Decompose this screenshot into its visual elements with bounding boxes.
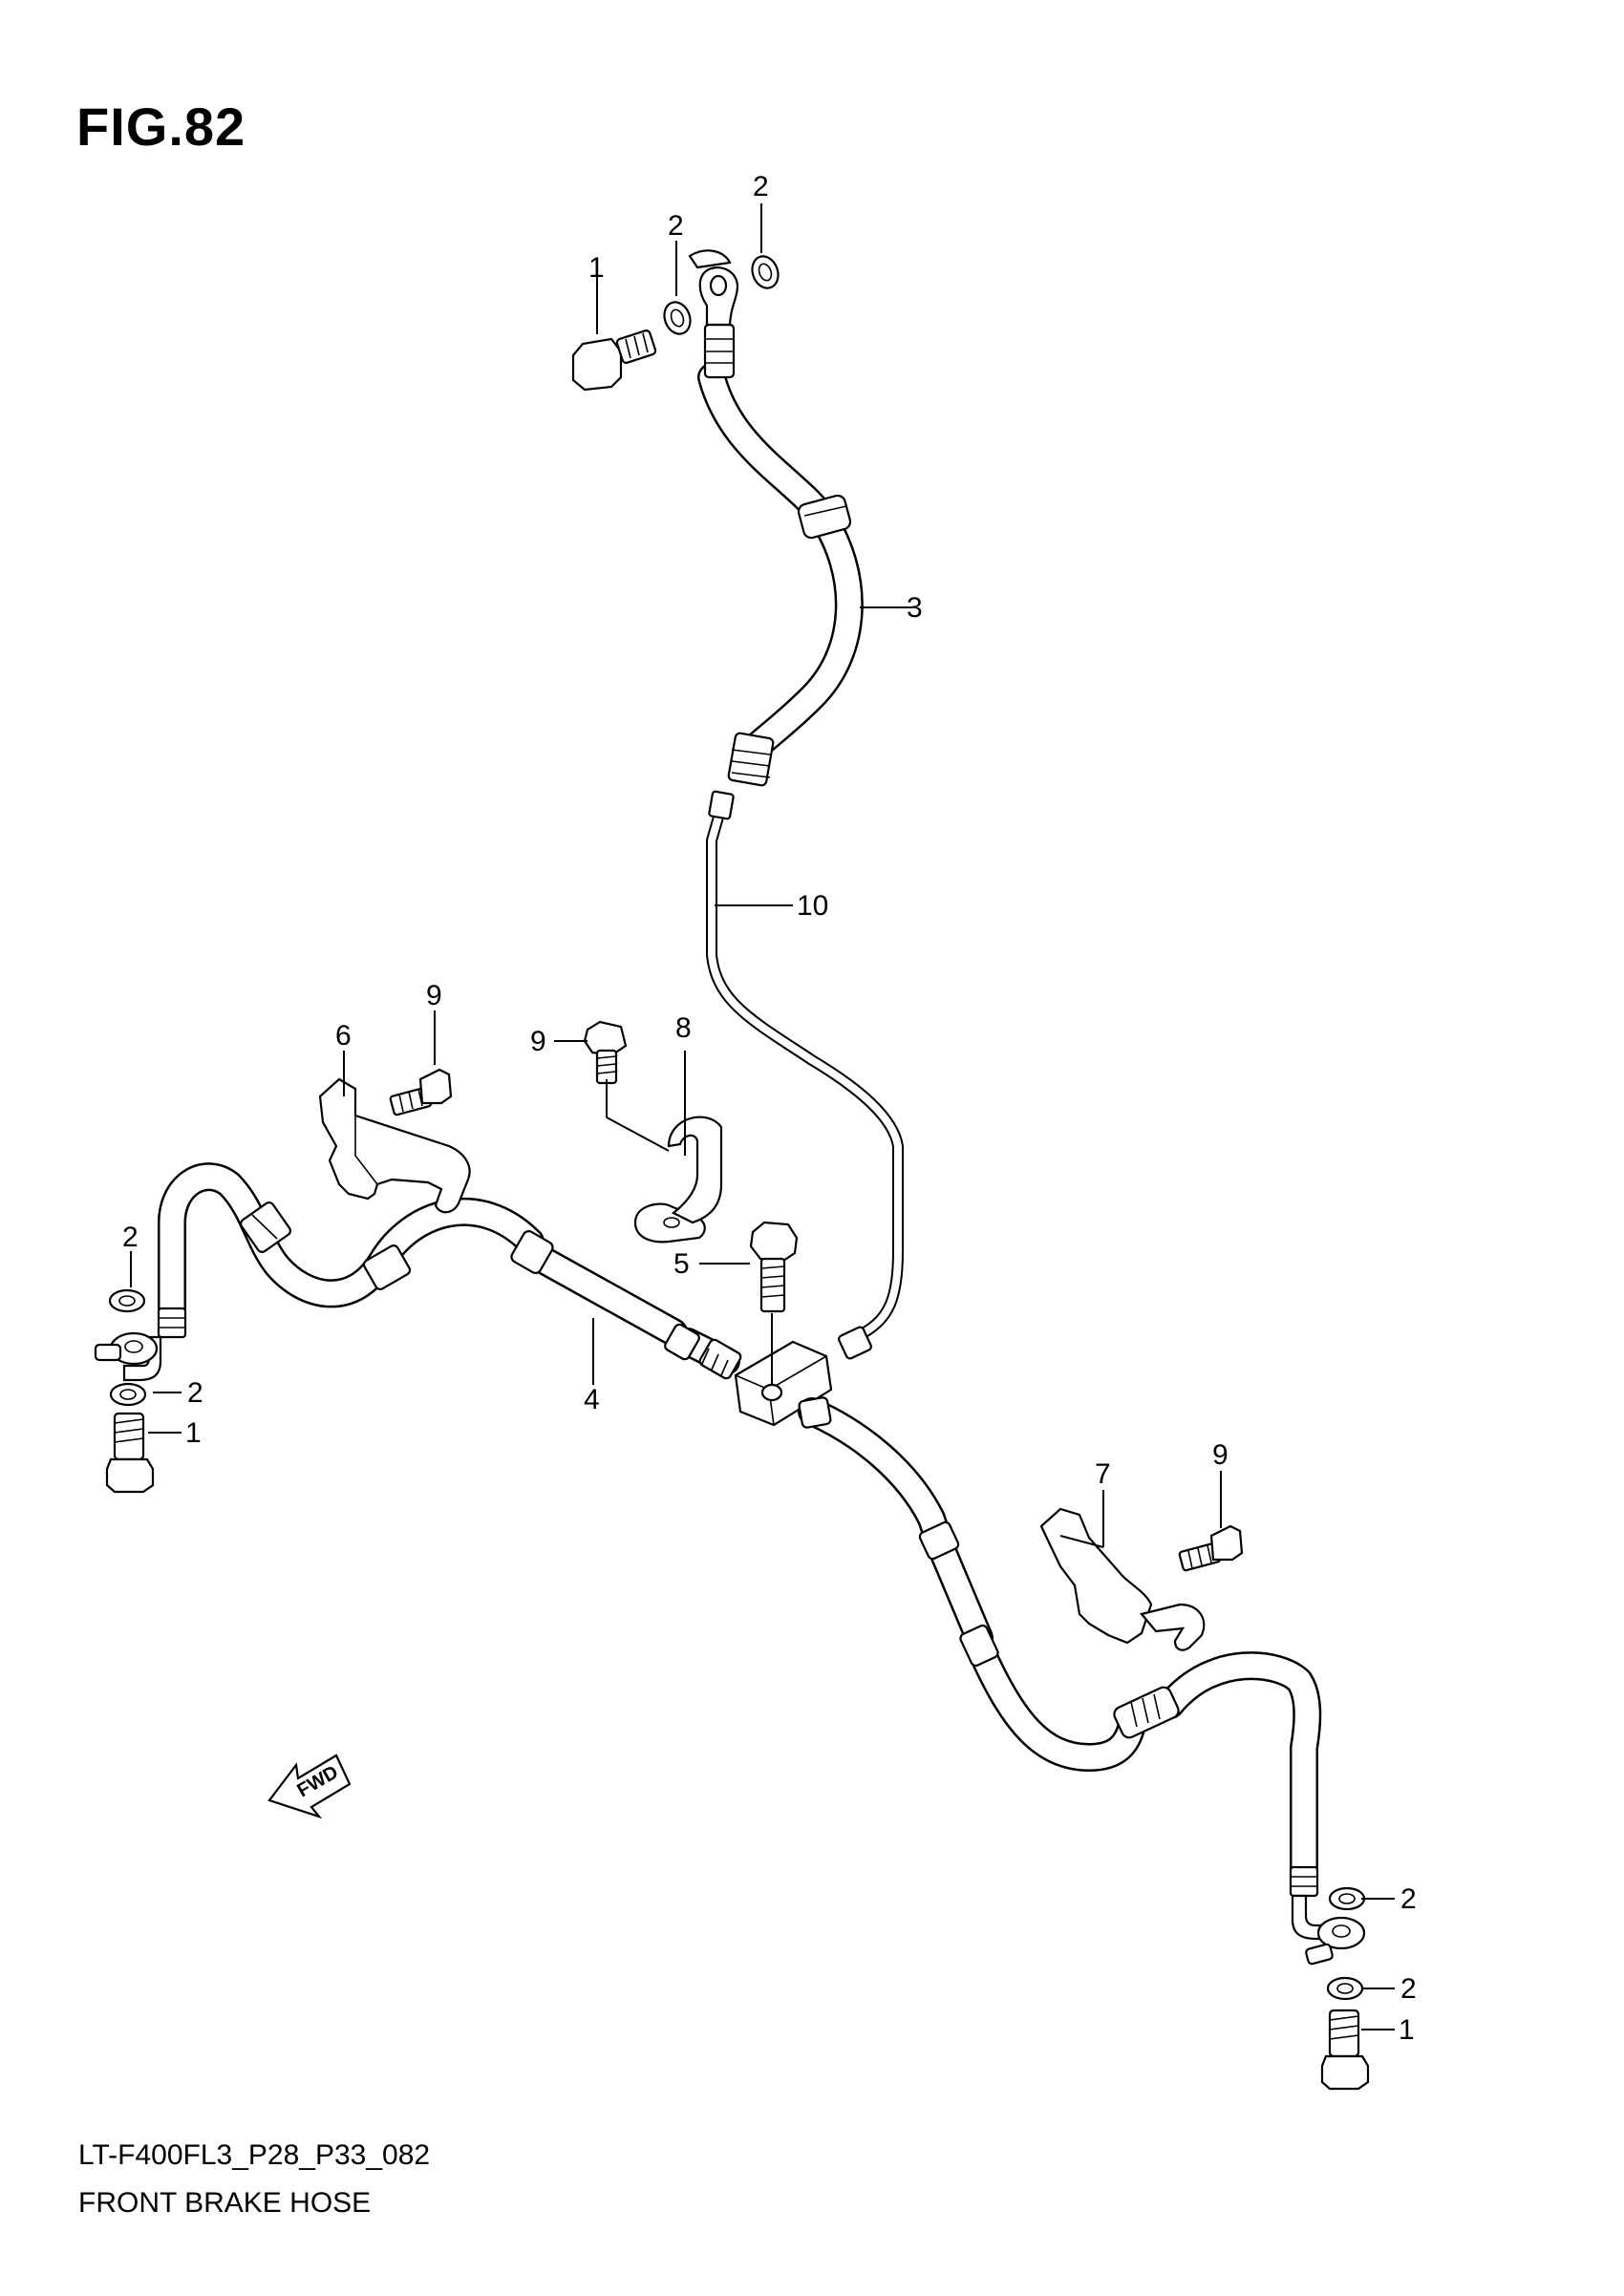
crush-washer-left-a xyxy=(108,1288,146,1313)
crush-washer-right-a xyxy=(1328,1886,1366,1911)
brake-pipe xyxy=(706,790,904,1360)
crush-washer-left-b xyxy=(109,1382,147,1407)
callout-2-top-b: 2 xyxy=(753,171,769,202)
crush-washer-top-a xyxy=(663,301,692,335)
callout-1-left: 1 xyxy=(185,1417,202,1449)
leader-lines xyxy=(130,203,1395,2030)
callout-2-right-b: 2 xyxy=(1400,1973,1417,2005)
clamp-bolt-left xyxy=(389,1068,453,1116)
main-brake-hose-right xyxy=(798,1396,1335,1941)
banjo-bolt-left xyxy=(105,1412,155,1494)
callout-9-center: 9 xyxy=(530,1026,546,1057)
junction-bolt xyxy=(749,1221,799,1313)
clamp-bolt-center xyxy=(583,1020,628,1085)
banjo-fitting-right xyxy=(1305,1916,1366,1966)
figure-name: FRONT BRAKE HOSE xyxy=(78,2187,372,2219)
hose-clamp-center xyxy=(633,1116,723,1244)
callout-6: 6 xyxy=(335,1020,352,1052)
banjo-bolt-top xyxy=(571,330,657,392)
callout-1-right: 1 xyxy=(1399,2014,1415,2046)
callout-4: 4 xyxy=(584,1384,600,1415)
callout-8: 8 xyxy=(675,1012,692,1044)
callout-2-right-a: 2 xyxy=(1400,1883,1417,1915)
forward-arrow-icon: FWD xyxy=(267,1754,352,1819)
hose-clamp-bracket-left xyxy=(318,1077,471,1214)
clamp-bolt-right xyxy=(1178,1524,1244,1572)
callout-10: 10 xyxy=(797,890,828,922)
hose-clamp-bracket-right xyxy=(1039,1507,1206,1651)
callout-2-top-a: 2 xyxy=(668,210,684,242)
callout-2-left-a: 2 xyxy=(122,1222,139,1253)
main-brake-hose-left xyxy=(122,1162,742,1382)
figure-title: FIG.82 xyxy=(76,96,246,157)
callout-3: 3 xyxy=(907,592,923,624)
callout-1-top: 1 xyxy=(588,252,605,284)
crush-washer-top-b xyxy=(751,255,780,289)
callout-9-left: 9 xyxy=(426,980,442,1011)
upper-brake-hose xyxy=(688,249,864,787)
callout-9-right: 9 xyxy=(1212,1439,1229,1471)
banjo-bolt-right xyxy=(1320,2009,1370,2091)
banjo-fitting-left xyxy=(94,1331,159,1366)
model-code: LT-F400FL3_P28_P33_082 xyxy=(78,2139,431,2171)
callout-7: 7 xyxy=(1095,1458,1111,1490)
callout-5: 5 xyxy=(673,1248,690,1280)
crush-washer-right-b xyxy=(1326,1976,1364,2001)
callout-2-left-b: 2 xyxy=(187,1377,203,1409)
